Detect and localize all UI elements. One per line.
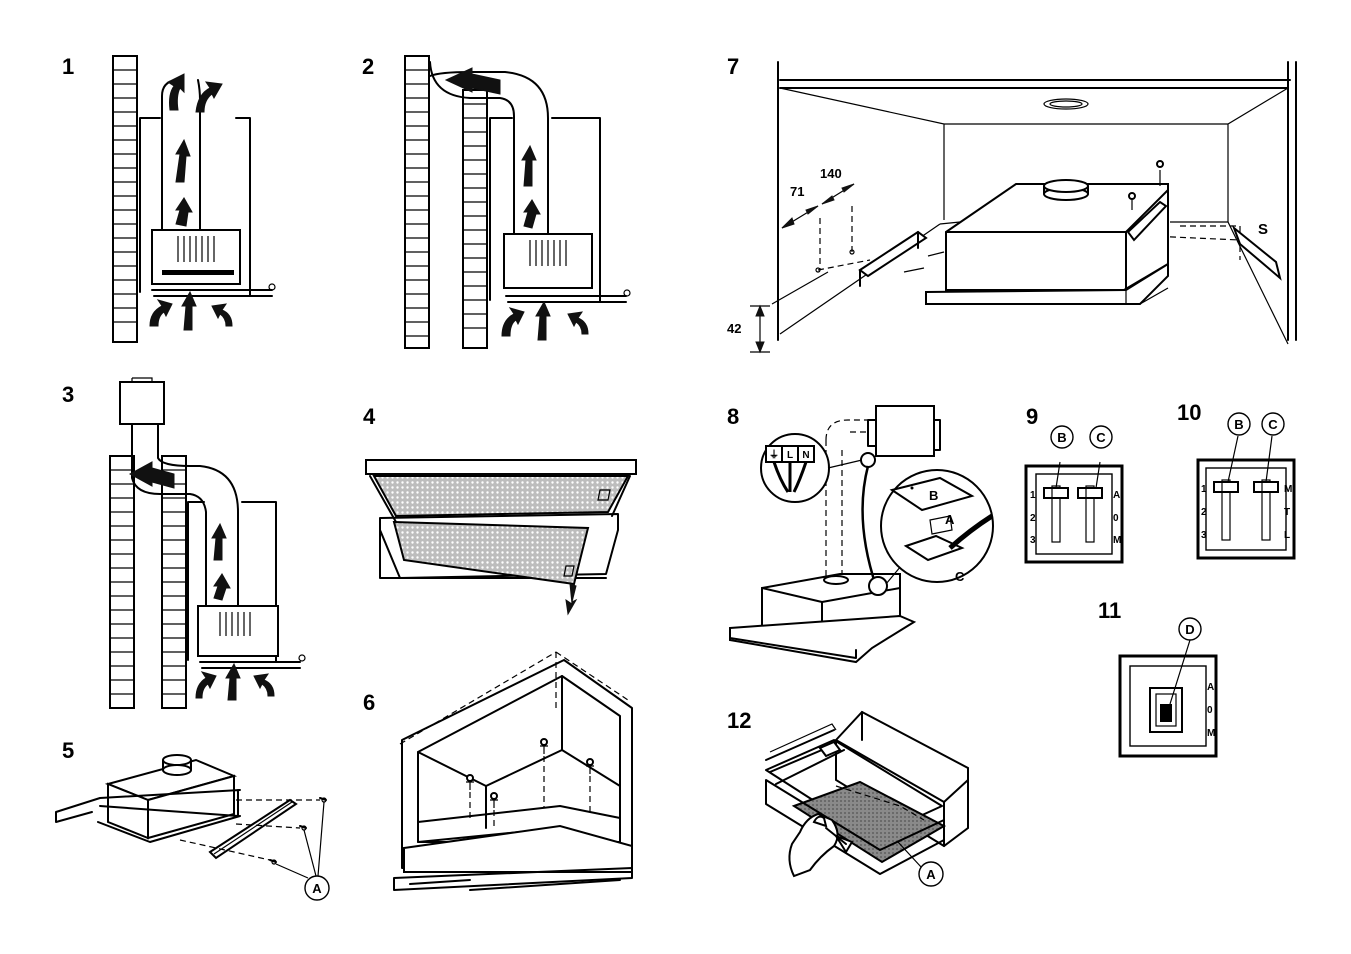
hood-front-bar [365,459,637,475]
figure-number: 9 [1026,404,1038,429]
figure-number: 5 [62,738,74,763]
light-a: A [1207,682,1214,693]
light-l: L [1284,530,1290,541]
label-s: S [1258,221,1268,238]
figure-number: 1 [62,54,74,79]
terminal-n: N [802,450,809,461]
terminal-l: L [787,450,793,461]
figure-11: 11 D A 0 M [1098,598,1218,758]
dimension-42: 42 [727,321,741,336]
figure-12: 12 A [727,708,969,887]
figure-number: 2 [362,54,374,79]
light-a: A [1113,490,1120,501]
speed-1: 1 [1030,490,1036,501]
brick-wall [112,55,138,343]
speed-3: 3 [1201,530,1207,541]
slider-c-knob [1077,487,1103,499]
slider-b-knob [1043,487,1069,499]
label-c: C [955,569,965,584]
figure-number: 3 [62,382,74,407]
label-a: A [945,512,955,527]
screw-icons [466,738,594,828]
mounting-rail [208,798,298,860]
terminal-earth: ⏚ [769,449,779,461]
extension-box [875,405,935,457]
dimension-71: 71 [790,184,804,199]
callout-a-label: A [312,881,322,896]
figure-number: 4 [363,404,376,429]
callout-a-label: A [926,867,936,882]
figure-2: 2 [362,54,631,349]
figure-10: 10 B C 1 2 3 M T L [1177,400,1296,560]
label-b: B [1057,430,1066,445]
airflow-arrows [128,461,275,701]
speed-2: 2 [1201,507,1207,518]
airflow-arrows [444,67,589,341]
label-b: B [929,488,938,503]
brick-wall-inner [462,89,488,349]
label-d: D [1185,622,1194,637]
light-m: M [1113,535,1121,546]
hand [788,812,839,878]
light-0: 0 [1207,705,1213,716]
extension-box [119,381,165,425]
light-t: T [1284,507,1290,518]
speed-3: 3 [1030,535,1036,546]
label-b: B [1234,417,1243,432]
slider-b-knob [1213,481,1239,493]
label-c: C [1096,430,1106,445]
speed-2: 2 [1030,513,1036,524]
airflow-arrows [149,73,233,331]
light-m: M [1207,728,1215,739]
grease-filter-upper [372,475,630,518]
callout-a [304,875,330,901]
figure-3: 3 [62,377,306,709]
grease-filter-lower [392,520,590,586]
dimension-lines [750,183,855,354]
dimension-140: 140 [820,166,842,181]
figure-8: 8 ⏚ L N B A C [727,404,994,664]
figure-number: 6 [363,690,375,715]
wall-bracket-s [1231,224,1282,281]
brick-wall-outer [404,55,430,349]
callout-a [918,861,944,887]
down-arrow-icon [565,583,578,616]
slider-c-knob [1253,481,1279,493]
brick-wall-inner [161,455,187,709]
figure-9: 9 B C 1 2 3 A 0 M [1024,404,1124,564]
light-m: M [1284,484,1292,495]
figure-4: 4 [363,404,637,616]
speed-1: 1 [1201,484,1207,495]
figure-number: 8 [727,404,739,429]
figure-7: 7 71 140 42 S [727,54,1297,354]
light-0: 0 [1113,513,1119,524]
figure-5: 5 A [55,738,330,901]
label-c: C [1268,417,1278,432]
figure-number: 11 [1098,598,1121,623]
wall-bracket-left [858,230,928,278]
figure-6: 6 [363,651,633,891]
figure-number: 7 [727,54,739,79]
brick-wall-outer [109,455,135,709]
figure-1: 1 [62,54,276,343]
figure-number: 10 [1177,400,1201,425]
figure-number: 12 [727,708,751,733]
